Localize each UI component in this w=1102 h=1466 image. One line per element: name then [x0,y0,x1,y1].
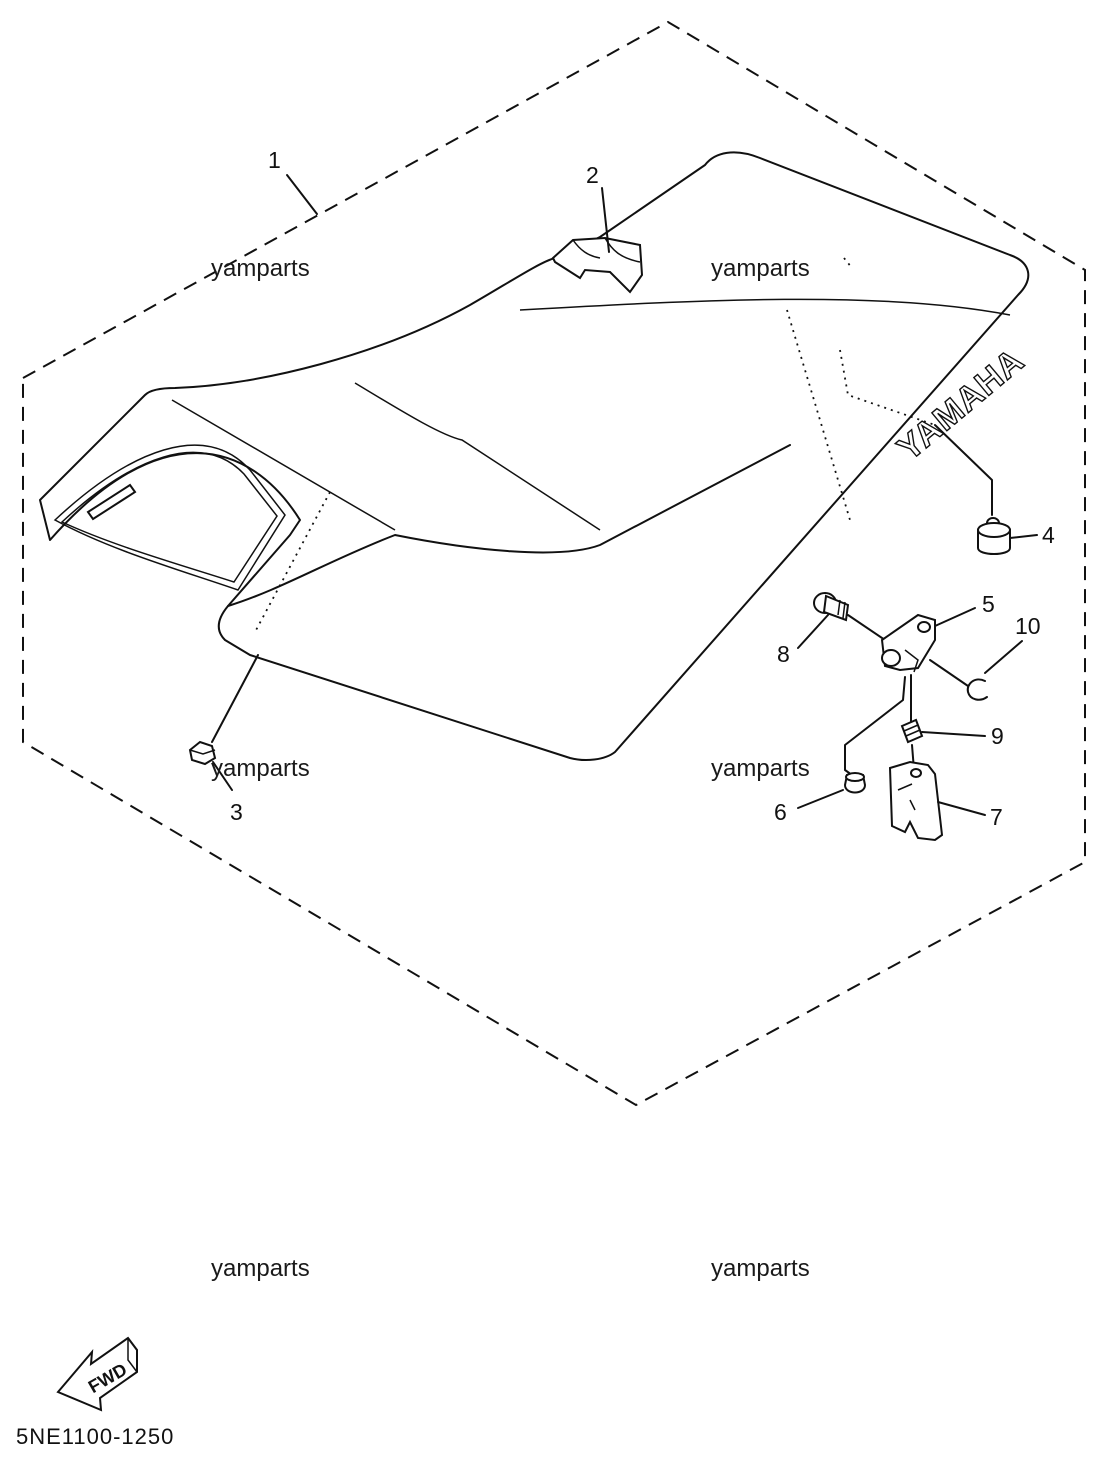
watermark-3: yamparts [211,755,310,782]
seat-crease-1 [171,399,396,531]
leader-5 [934,607,976,627]
callout-1: 1 [268,147,281,173]
leader-10 [984,640,1023,674]
seat-crease-3 [519,298,1011,316]
seat-outline [39,151,1030,761]
callout-3: 3 [230,799,243,825]
leader-3b [212,761,233,791]
callout-4: 4 [1042,522,1055,548]
part-3-nut [188,740,217,766]
part-8-bolt [813,592,850,622]
callout-10: 10 [1015,613,1041,639]
watermark-2: yamparts [711,255,810,282]
seat: YAMAHA [39,151,1032,761]
leader-4a [934,424,993,516]
callout-6: 6 [774,799,787,825]
leader-4 [1009,534,1038,539]
rod-line-6 [844,676,906,776]
part-6-collar [843,772,867,794]
leader-3 [211,654,259,743]
watermark-4: yamparts [711,755,810,782]
dotted-line-4 [839,349,936,426]
diagram-code: 5NE1100-1250 [16,1424,175,1449]
seat-storage-tray [53,444,286,591]
callout-8: 8 [777,641,790,667]
leader-7 [937,801,986,816]
leader-1 [286,174,318,215]
part-5-lock [880,613,936,673]
callout-2: 2 [586,162,599,188]
leader-10b [929,659,969,687]
callout-9: 9 [991,723,1004,749]
dotted-line-top [843,257,853,269]
leader-6 [797,789,844,809]
leader-2 [601,187,610,253]
callout-5: 5 [982,591,995,617]
leader-8 [797,614,829,649]
watermark-5: yamparts [211,1255,310,1282]
assembly-boundary [22,20,1086,1107]
part-2-bracket [551,236,644,294]
leader-9 [921,731,986,737]
seat-crease-2 [354,382,601,531]
watermark-1: yamparts [211,255,310,282]
callout-7: 7 [990,804,1003,830]
part-7-latch [888,760,944,842]
part-9-spring [900,718,924,744]
part-10-clip [966,678,988,701]
seat-inner-contour [227,444,791,607]
watermark-6: yamparts [711,1255,810,1282]
seat-tool-slot [86,483,137,521]
dotted-line-8 [786,309,851,521]
part-4-damper [977,517,1011,555]
seat-storage-tray-inner [60,451,278,583]
leader-8b [847,614,886,641]
fwd-arrow: FWD [56,1336,138,1412]
